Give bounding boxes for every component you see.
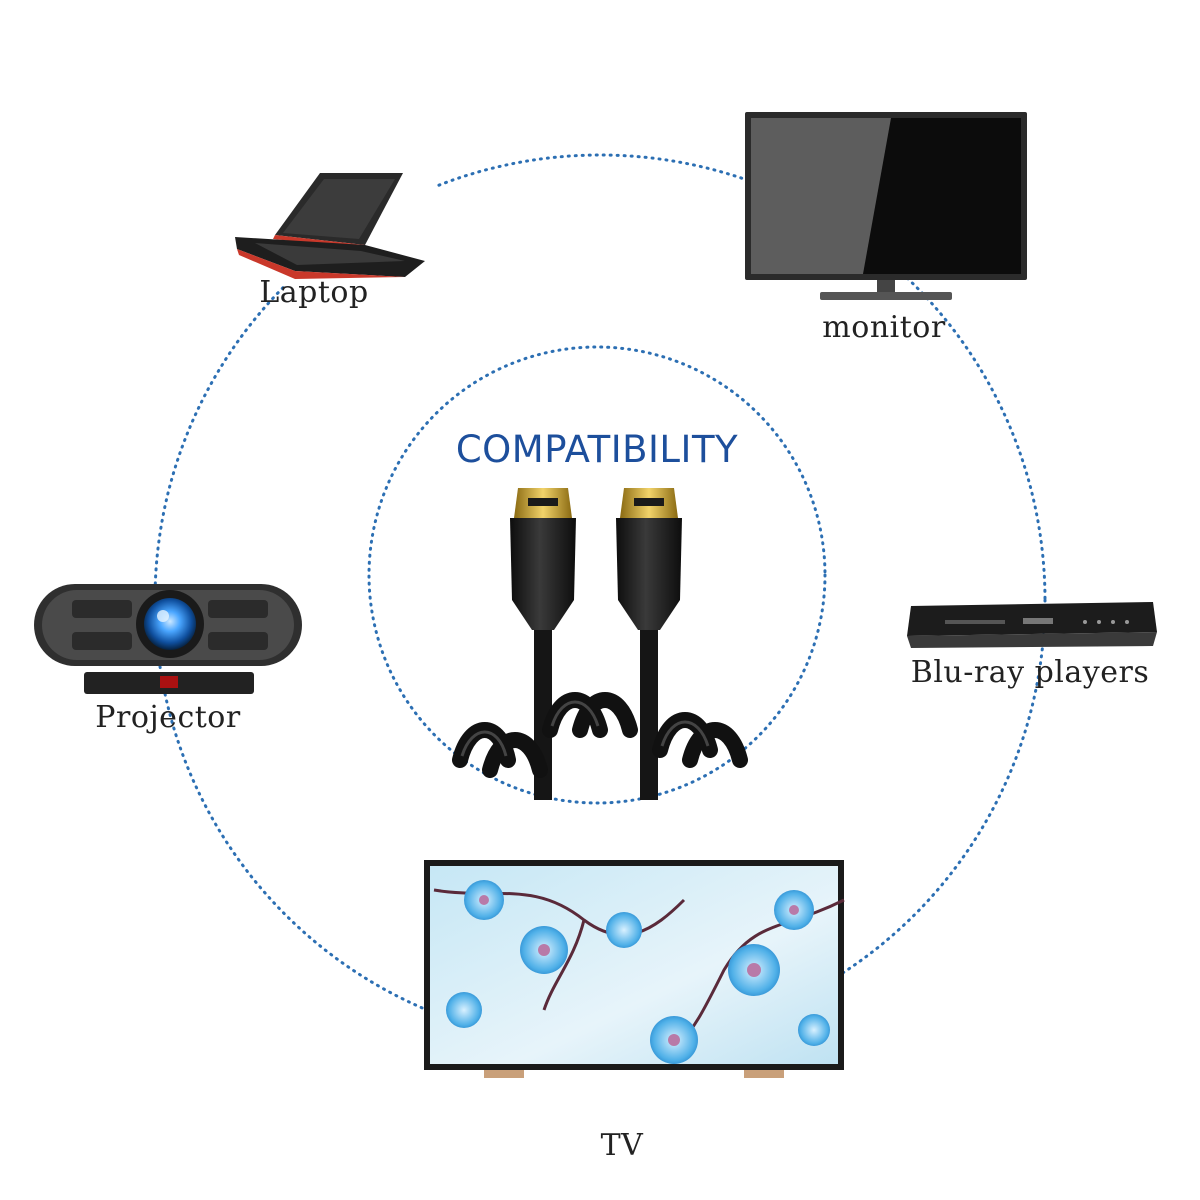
inner-dotted-ring: [367, 345, 827, 805]
tv-label: TV: [600, 1128, 644, 1163]
monitor-device: [745, 112, 1030, 304]
coiled-cable-icon: [452, 488, 748, 800]
bluray-player-icon: [907, 602, 1157, 648]
tv-icon: [424, 860, 845, 1078]
laptop-icon: [225, 165, 435, 285]
laptop-device: [225, 165, 435, 285]
projector-icon: [34, 584, 302, 694]
bluray-label: Blu-ray players: [910, 655, 1150, 690]
monitor-label: monitor: [822, 310, 946, 345]
compatibility-title: COMPATIBILITY: [455, 428, 739, 471]
projector-device: [32, 582, 307, 702]
monitor-icon: [745, 112, 1027, 300]
projector-label: Projector: [95, 700, 241, 735]
tv-device: [424, 860, 846, 1085]
hdmi-cable-image: [450, 480, 750, 810]
laptop-label: Laptop: [259, 275, 369, 310]
bluray-device: [905, 600, 1160, 652]
